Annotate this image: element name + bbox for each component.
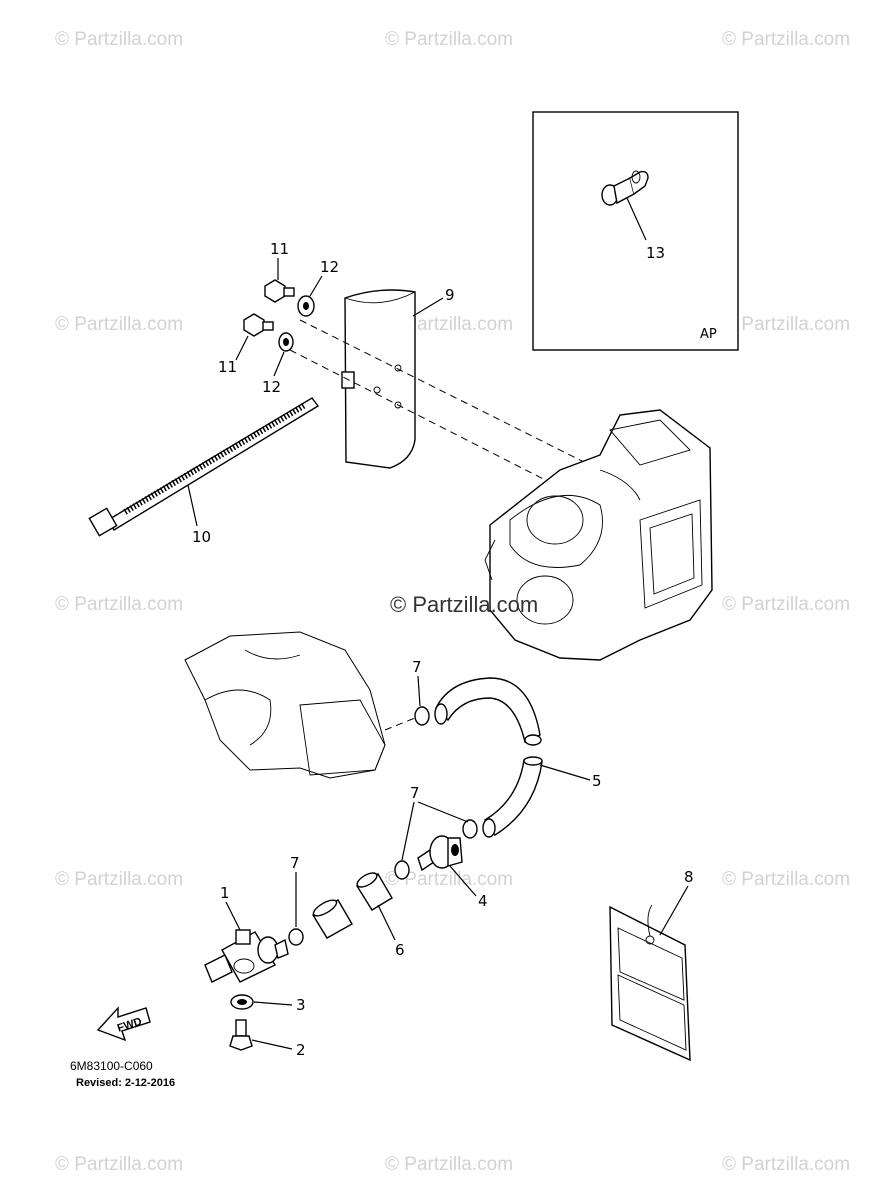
leader-line: [273, 351, 285, 377]
part-4-fuel-filter[interactable]: [417, 835, 463, 872]
part-8-label[interactable]: [609, 904, 691, 1062]
part-7-clip-middle[interactable]: [462, 819, 478, 839]
part-7-clip-upper[interactable]: [414, 706, 430, 726]
leader-line: [309, 275, 323, 297]
callout-6[interactable]: 6: [395, 941, 405, 959]
watermark: © Partzilla.com: [55, 869, 183, 890]
part-7-clip-lower-left[interactable]: [288, 928, 304, 946]
leader-line: [659, 885, 689, 936]
callout-7[interactable]: 7: [412, 658, 422, 676]
revised-date: Revised: 2-12-2016: [76, 1077, 175, 1089]
callout-12[interactable]: 12: [320, 258, 339, 276]
watermark: © Partzilla.com: [722, 869, 850, 890]
watermark: © Partzilla.com: [385, 869, 513, 890]
leader-line: [187, 484, 198, 527]
fwd-arrow-icon: FWD: [96, 1006, 151, 1042]
callout-5[interactable]: 5: [592, 772, 602, 790]
watermark: © Partzilla.com: [385, 314, 513, 335]
watermark: © Partzilla.com: [385, 1154, 513, 1175]
engine-block: [484, 409, 713, 661]
part-11-bolt-lower[interactable]: [243, 313, 274, 337]
leader-line: [251, 1039, 293, 1050]
carburetor-outline: [184, 631, 386, 779]
alignment-line: [384, 717, 416, 731]
alignment-line: [289, 349, 566, 491]
inset-label: AP: [700, 327, 717, 342]
watermark: © Partzilla.com: [55, 314, 183, 335]
watermark: © Partzilla.com: [55, 1154, 183, 1175]
watermark: © Partzilla.com: [722, 314, 850, 335]
callout-11[interactable]: 11: [270, 240, 289, 258]
part-6-tube-right[interactable]: [355, 870, 393, 911]
callout-11[interactable]: 11: [218, 358, 237, 376]
callout-13[interactable]: 13: [646, 244, 665, 262]
leader-line: [626, 197, 647, 241]
part-5-hose[interactable]: [434, 677, 543, 838]
part-12-washer-lower[interactable]: [278, 332, 294, 352]
leader-line: [377, 904, 396, 941]
callout-12[interactable]: 12: [262, 378, 281, 396]
callout-1[interactable]: 1: [220, 884, 230, 902]
leader-line: [253, 1001, 293, 1006]
part-7-clip-lower[interactable]: [394, 860, 410, 880]
leader-line: [235, 335, 249, 361]
watermark: © Partzilla.com: [55, 594, 183, 615]
callout-10[interactable]: 10: [192, 528, 211, 546]
leader-line: [417, 675, 421, 707]
leader-line: [539, 764, 591, 781]
part-10-cable-tie[interactable]: [88, 397, 320, 537]
callout-9[interactable]: 9: [445, 286, 455, 304]
leader-line: [401, 801, 415, 861]
part-1-fuel-cock[interactable]: [204, 929, 289, 983]
center-watermark: © Partzilla.com: [390, 592, 538, 617]
part-2-screw[interactable]: [229, 1019, 253, 1051]
watermark: © Partzilla.com: [385, 29, 513, 50]
callout-7[interactable]: 7: [410, 784, 420, 802]
part-6-tube-left[interactable]: [311, 897, 353, 939]
callout-3[interactable]: 3: [296, 996, 306, 1014]
part-13-fitting[interactable]: [601, 170, 649, 206]
leader-line: [417, 801, 469, 823]
watermark: © Partzilla.com: [55, 29, 183, 50]
callout-7[interactable]: 7: [290, 854, 300, 872]
callout-2[interactable]: 2: [296, 1041, 306, 1059]
callout-4[interactable]: 4: [478, 892, 488, 910]
drawing-code: 6M83100-C060: [70, 1059, 153, 1073]
leader-line: [412, 297, 444, 317]
part-3-washer[interactable]: [230, 994, 254, 1010]
inset-ap: 13 AP: [532, 111, 739, 351]
watermark: © Partzilla.com: [722, 594, 850, 615]
callout-8[interactable]: 8: [684, 868, 694, 886]
part-12-washer-upper[interactable]: [297, 295, 315, 317]
inset-frame: [532, 111, 739, 351]
leader-line: [225, 901, 241, 931]
watermark: © Partzilla.com: [722, 1154, 850, 1175]
alignment-line: [299, 319, 591, 466]
part-11-bolt-upper[interactable]: [264, 279, 295, 303]
part-9-cover[interactable]: [341, 289, 416, 469]
watermark: © Partzilla.com: [722, 29, 850, 50]
watermark-layer: © Partzilla.com © Partzilla.com © Partzi…: [55, 29, 850, 1175]
leader-line: [449, 865, 477, 897]
